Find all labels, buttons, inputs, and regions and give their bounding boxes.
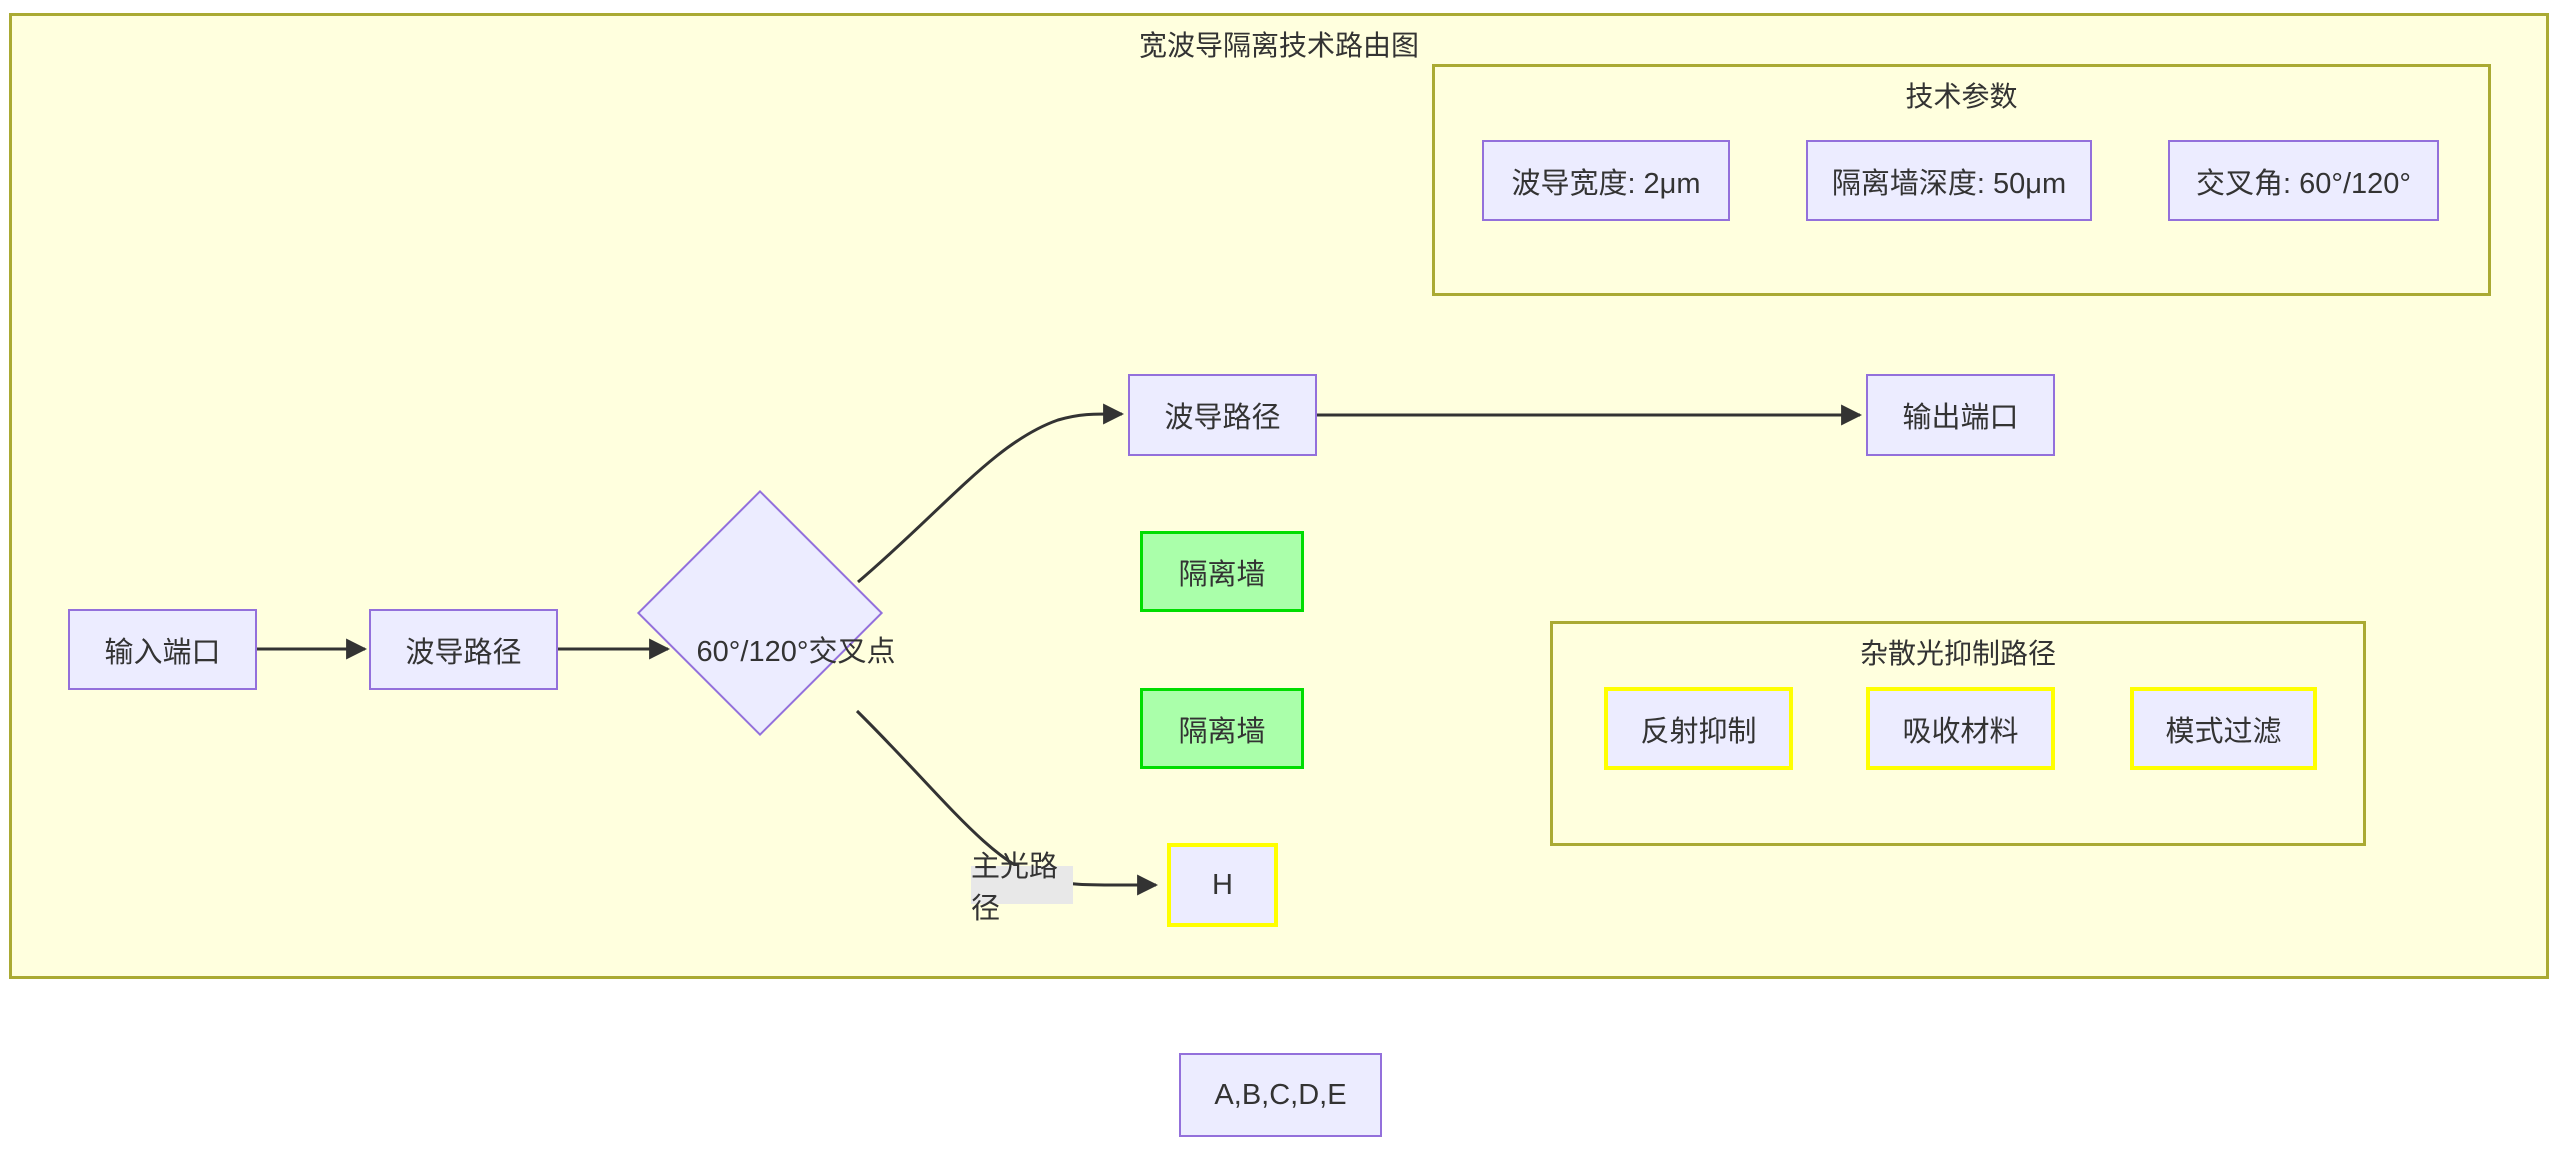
isolation-wall-top-node: 隔离墙 bbox=[1140, 531, 1304, 612]
param-waveguide-width-node: 波导宽度: 2μm bbox=[1482, 140, 1730, 221]
input-port-node: 输入端口 bbox=[68, 609, 257, 690]
diagram-title: 宽波导隔离技术路由图 bbox=[1138, 30, 1419, 61]
output-port-node: 输出端口 bbox=[1866, 374, 2055, 456]
absorption-material-node: 吸收材料 bbox=[1866, 687, 2055, 770]
summary-node: A,B,C,D,E bbox=[1179, 1053, 1382, 1137]
waveguide-path-top-node: 波导路径 bbox=[1128, 374, 1317, 456]
main-light-path-label: 主光路径 bbox=[971, 851, 1073, 925]
stray-light-title: 杂散光抑制路径 bbox=[1859, 638, 2056, 669]
param-wall-depth-node: 隔离墙深度: 50μm bbox=[1806, 140, 2092, 221]
reflection-suppression-node: 反射抑制 bbox=[1604, 687, 1793, 770]
mode-filter-node: 模式过滤 bbox=[2130, 687, 2317, 770]
waveguide-path-left-node: 波导路径 bbox=[369, 609, 558, 690]
isolation-wall-bottom-node: 隔离墙 bbox=[1140, 688, 1304, 769]
param-cross-angle-node: 交叉角: 60°/120° bbox=[2168, 140, 2439, 221]
tech-params-title: 技术参数 bbox=[1905, 81, 2018, 112]
h-node: H bbox=[1167, 843, 1278, 927]
cross-point-label: 60°/120°交叉点 bbox=[696, 636, 896, 668]
